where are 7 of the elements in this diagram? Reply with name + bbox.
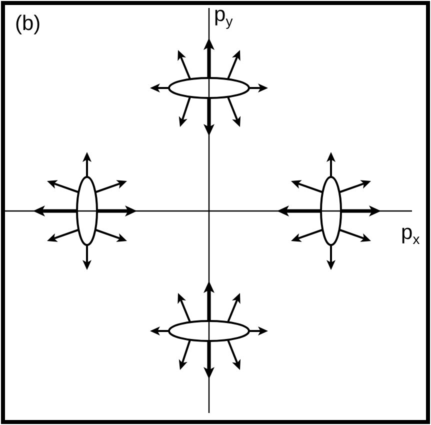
ellipse xyxy=(76,176,98,246)
axis-label: p$_{x}$ xyxy=(401,222,420,246)
ellipse xyxy=(168,77,250,99)
panel-label: (b) xyxy=(15,13,41,34)
ellipse xyxy=(168,320,250,342)
ellipse xyxy=(320,176,342,246)
axis-label: p$_{y}$ xyxy=(214,4,233,28)
